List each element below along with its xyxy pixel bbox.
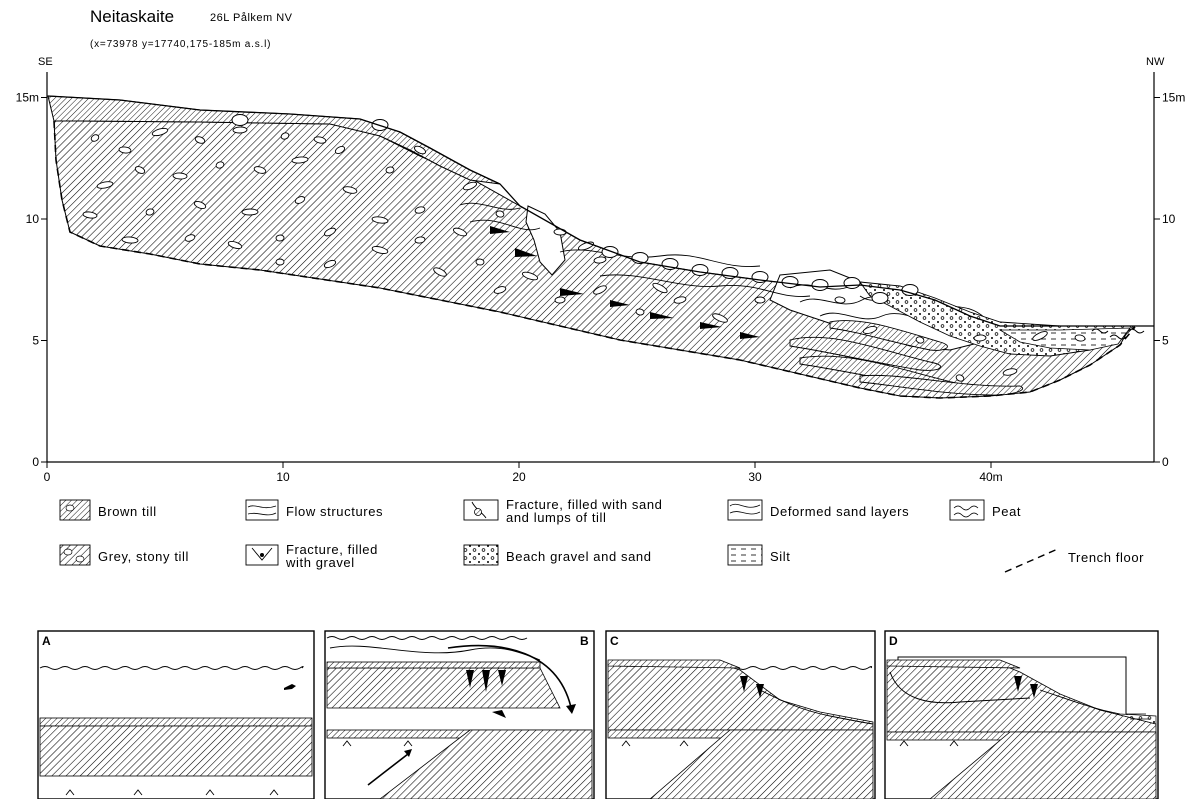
x-tick-label: 20 [512,470,526,484]
cross-section-profile: SE NW 0 10 20 30 40m 0 5 10 15m 0 5 10 15m [16,56,1186,484]
legend-item-fracture-sand: Fracture, filled with sand and lumps of … [464,497,663,525]
legend-label-grey-till: Grey, stony till [98,549,189,564]
panel-b-brown-till [327,662,540,668]
panel-a-grey-till [40,726,312,776]
deformed-sand-swatch [728,500,762,520]
legend-label-beach-gravel: Beach gravel and sand [506,549,652,564]
legend-label-fracture-gravel-2: with gravel [285,555,355,570]
legend-item-peat: Peat [950,500,1021,520]
grey-stony-till-body [54,121,1130,398]
boulder [232,115,248,126]
y-tick-label-left: 5 [32,334,39,348]
figure-header: Neitaskaite 26L Pålkem NV (x=73978 y=177… [90,7,293,50]
panel-d: D [885,631,1158,799]
legend-item-silt: Silt [728,545,790,565]
y-tick-label-right: 15m [1162,91,1185,105]
x-tick-label: 0 [44,470,51,484]
y-tick-label-left: 10 [26,212,40,226]
flow-structures-swatch [246,500,278,520]
legend-item-flow-structures: Flow structures [246,500,383,520]
y-tick-label-right: 10 [1162,212,1176,226]
boulder [844,278,860,289]
direction-label-nw: NW [1146,56,1165,68]
direction-label-se: SE [38,56,53,68]
panel-a: A [38,631,314,799]
panel-b: B [325,631,594,799]
map-reference: 26L Pålkem NV [210,12,293,24]
legend-label-fracture-sand-2: and lumps of till [506,510,607,525]
x-tick-label: 40m [979,470,1002,484]
legend-label-flow-structures: Flow structures [286,504,383,519]
panel-b-label: B [580,634,589,648]
panel-a-label: A [42,634,51,648]
stone [555,297,565,304]
stone [276,259,284,265]
legend-label-deformed-sand: Deformed sand layers [770,504,909,519]
legend-label-trench-floor: Trench floor [1068,550,1144,565]
legend-item-deformed-sand: Deformed sand layers [728,500,909,520]
stone [835,296,846,303]
y-tick-label-left: 15m [16,91,39,105]
panel-b-till-block [327,668,560,708]
boulder [812,280,828,291]
legend-label-brown-till: Brown till [98,504,157,519]
legend-label-silt: Silt [770,549,790,564]
trench-floor-swatch [1005,548,1060,572]
grey-till-swatch [60,545,90,565]
stone [276,235,284,242]
site-coordinates: (x=73978 y=17740,175-185m a.s.l) [90,39,271,50]
stone [476,259,484,266]
x-tick-label: 30 [748,470,762,484]
beach-gravel-swatch [464,545,498,565]
y-tick-label-left: 0 [32,455,39,469]
boulder [692,265,708,276]
site-title: Neitaskaite [90,7,174,26]
panel-d-label: D [889,634,898,648]
panel-a-brown-till [40,718,312,726]
stone [233,127,247,133]
panel-c: C [606,631,875,799]
stone [242,209,258,215]
stone [974,335,986,342]
stone [554,229,566,235]
legend-item-grey-till: Grey, stony till [60,545,189,565]
boulder [602,247,618,258]
legend-item-fracture-gravel: Fracture, filled with gravel [246,542,378,570]
stone [173,173,187,180]
boulder [782,277,798,288]
legend-item-beach-gravel: Beach gravel and sand [464,545,652,565]
boulder [872,293,888,304]
y-tick-label-right: 0 [1162,455,1169,469]
silt-swatch [728,545,762,565]
stone [755,297,765,303]
legend-label-peat: Peat [992,504,1021,519]
y-tick-label-right: 5 [1162,334,1169,348]
legend-item-trench-floor: Trench floor [1005,548,1144,572]
panel-c-label: C [610,634,619,648]
legend-item-brown-till: Brown till [60,500,157,520]
legend: Brown till Grey, stony till Flow structu… [60,497,1144,572]
x-tick-label: 10 [276,470,290,484]
brown-till-swatch [60,500,90,520]
